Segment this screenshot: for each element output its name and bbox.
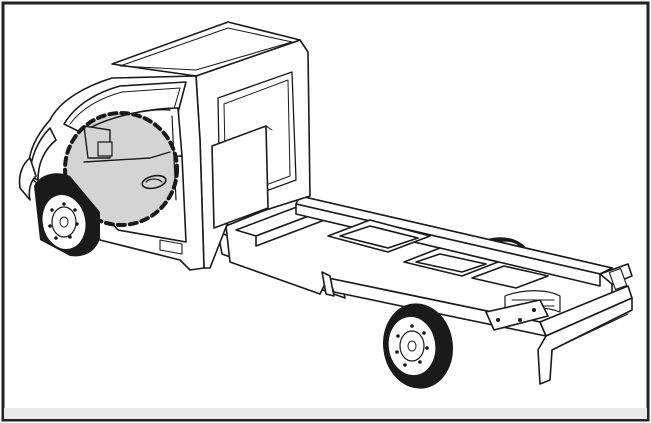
rear-bracket bbox=[485, 299, 549, 331]
cab-side-panel bbox=[211, 125, 269, 229]
rear-bumper bbox=[537, 297, 633, 385]
door-handle-icon bbox=[141, 174, 167, 190]
bottom-shadow-band bbox=[4, 408, 647, 419]
door-highlight-callout bbox=[63, 108, 179, 227]
rear-wheel bbox=[383, 303, 453, 389]
chassis-frame bbox=[217, 195, 633, 385]
crossmember-4 bbox=[471, 265, 549, 289]
front-wheel bbox=[34, 173, 100, 257]
dashed-highlight-ring bbox=[63, 111, 179, 227]
cab-roof bbox=[111, 21, 301, 77]
headlight bbox=[29, 127, 57, 181]
